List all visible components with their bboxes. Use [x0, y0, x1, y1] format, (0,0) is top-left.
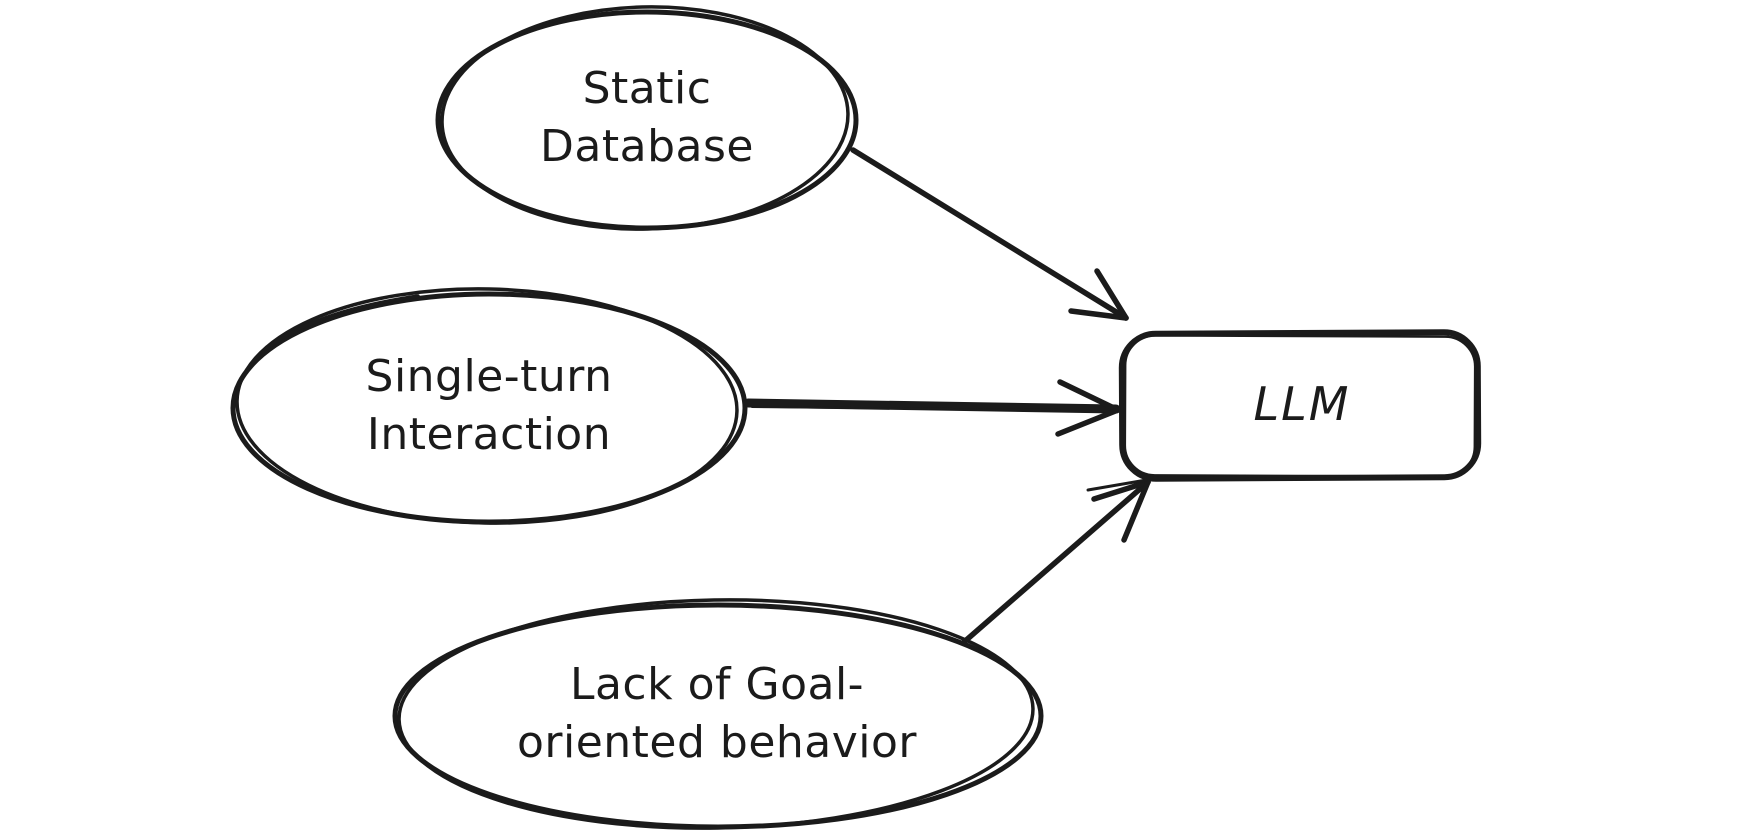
- label-line: Lack of Goal-: [569, 659, 865, 710]
- label-line: Single-turn: [365, 351, 613, 402]
- arrow-static-database-to-llm: [850, 147, 1129, 321]
- node-static-database-label: Static Database: [540, 60, 754, 176]
- node-single-turn-interaction-ellipse: [230, 287, 748, 525]
- label-line: oriented behavior: [516, 717, 918, 768]
- node-lack-of-goal-oriented-behavior-label: Lack of Goal- oriented behavior: [517, 656, 917, 772]
- node-llm-label: LLM: [1254, 375, 1351, 433]
- label-line: Interaction: [366, 409, 612, 460]
- node-static-database-ellipse: [435, 5, 859, 231]
- node-lack-of-goal-oriented-behavior-ellipse: [392, 598, 1044, 830]
- sketch-flourish: [260, 294, 420, 354]
- label-line: LLM: [1253, 377, 1351, 431]
- arrow-single-turn-interaction-to-llm: [743, 379, 1121, 437]
- label-line: Database: [540, 121, 754, 172]
- arrow-lack-of-goal-oriented-behavior-to-llm: [961, 478, 1151, 645]
- node-llm-box: [1118, 329, 1482, 482]
- node-single-turn-interaction-label: Single-turn Interaction: [366, 348, 613, 464]
- label-line: Static: [582, 63, 712, 114]
